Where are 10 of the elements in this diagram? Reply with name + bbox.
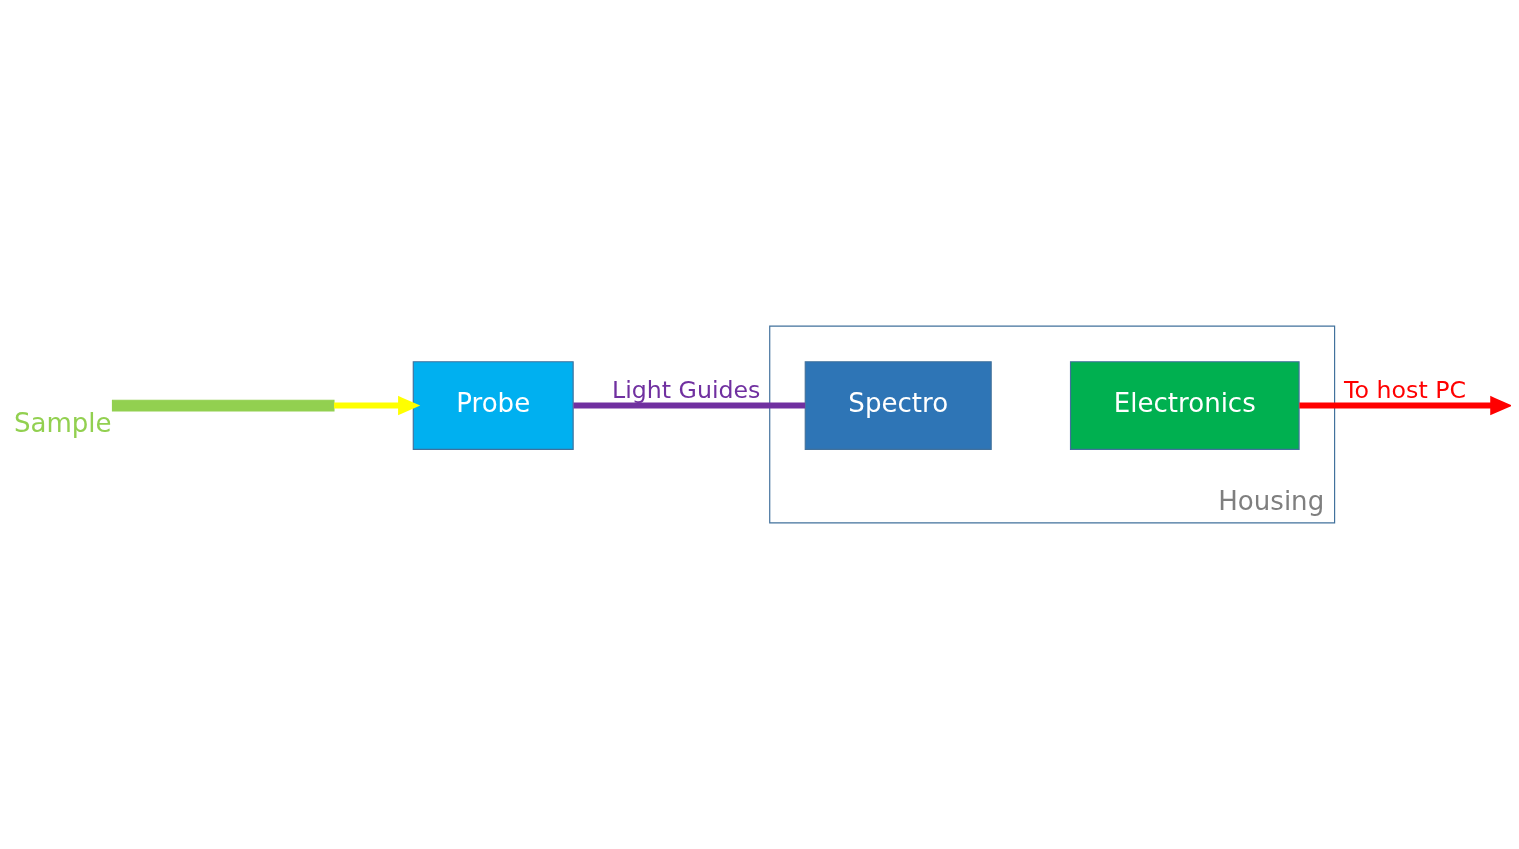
arrow — [1299, 395, 1511, 416]
arrow — [334, 395, 421, 416]
node-bar — [111, 399, 335, 412]
connector — [573, 402, 806, 409]
edge-label: To host PC — [1344, 376, 1466, 405]
node-box: Probe — [412, 361, 574, 450]
node-label: Sample — [13, 407, 112, 438]
node-box: Spectro — [804, 361, 992, 450]
edge-label: Light Guides — [612, 376, 761, 405]
node-box: Electronics — [1069, 361, 1300, 450]
